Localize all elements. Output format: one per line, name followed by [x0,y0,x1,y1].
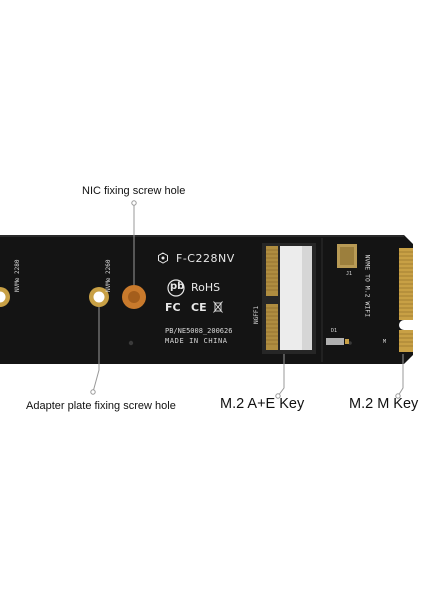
slot-2280-label: NVMe 2280 [14,259,21,292]
board-model-text: F-C228NV [176,252,235,265]
m-key-notch [399,320,424,330]
ae-key-connector [262,243,316,354]
m-key-mark: M [383,339,387,345]
d1-label: D1 [331,328,338,334]
callout-lines [92,203,404,397]
brand-logo-icon [158,252,168,264]
board-edge-text: NVME TO M.2 WIFI [363,254,372,318]
pb-mark-text: pb [170,281,185,292]
callout-line-adapter [92,307,100,393]
ae-key-label: M.2 A+E Key [220,396,305,412]
pcb-edge-highlight [0,235,404,237]
j1-label: J1 [346,271,353,277]
callout-line-ae [277,354,285,397]
fcc-mark-text: FC [165,301,181,314]
pb-mark-circle [167,279,185,297]
adapter-screw-hole-label: Adapter plate fixing screw hole [26,400,176,412]
slot-2260-label: NVMe 2260 [105,259,112,292]
made-in-text: MADE IN CHINA [165,337,228,345]
part-number-text: PB/NE5008_200626 [165,327,233,335]
nic-screw-hole-label: NIC fixing screw hole [82,185,186,197]
ngff-slot-label: NGFF1 [253,305,260,324]
m-key-label: M.2 M Key [349,396,419,412]
weee-bin-icon [213,301,223,313]
m-key-gold-fingers [399,248,413,352]
ce-mark-text: CE [191,301,207,314]
callout-line-m [397,354,404,397]
smd-header [326,338,344,345]
rohs-text: RoHS [191,281,221,294]
